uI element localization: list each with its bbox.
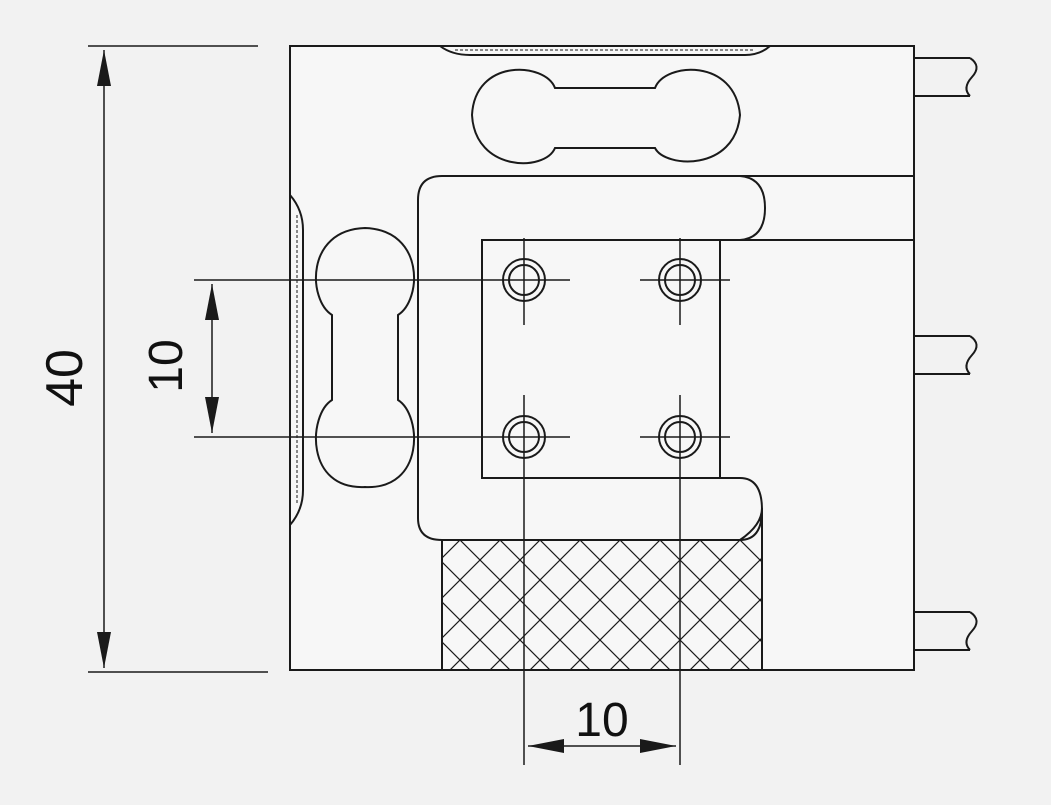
top-slot (439, 45, 771, 56)
cable-stub-top (914, 57, 978, 97)
extension-lines (88, 45, 730, 765)
dimension-height-label: 40 (36, 349, 94, 407)
dimension-hole-spacing-horizontal: 10 (528, 694, 676, 753)
dimension-height: 40 (36, 50, 111, 668)
cable-stub-middle (914, 335, 978, 375)
dimension-hole-spacing-vertical-label: 10 (140, 339, 193, 392)
dimension-hole-spacing-horizontal-label: 10 (575, 694, 628, 747)
dimension-hole-spacing-vertical: 10 (140, 284, 219, 433)
left-slot (289, 194, 304, 526)
c-slot-top-end (739, 175, 767, 241)
mounting-plate (481, 239, 721, 479)
cable-stubs (914, 57, 978, 651)
left-dumbbell-cutout (315, 226, 415, 489)
knurled-base (441, 507, 763, 671)
cable-stub-bottom (914, 611, 978, 651)
top-dumbbell-cutout (470, 68, 742, 165)
